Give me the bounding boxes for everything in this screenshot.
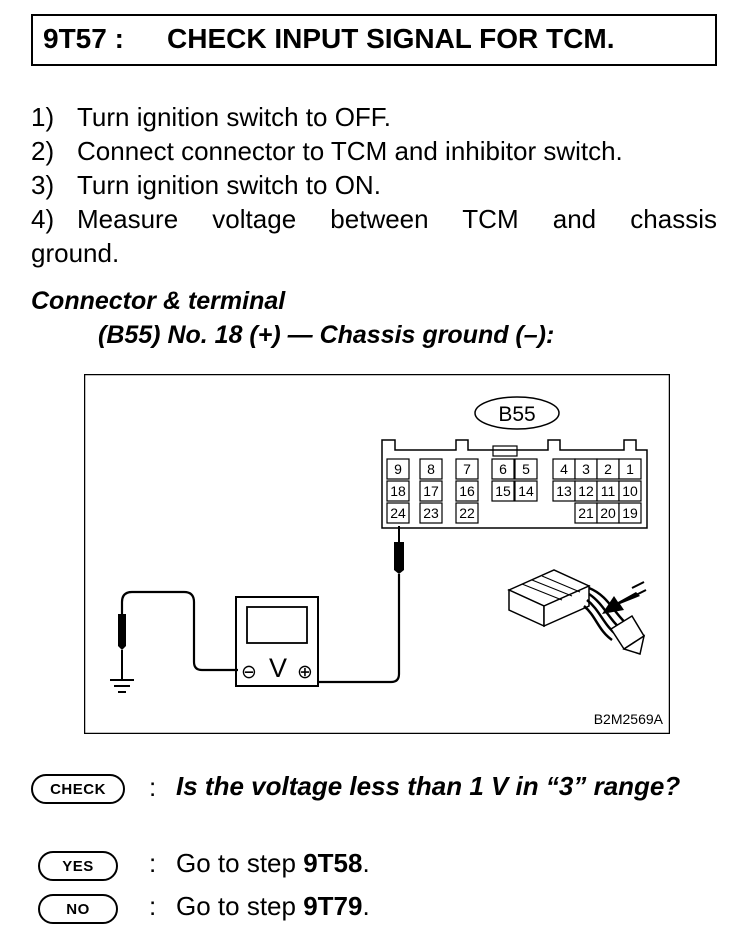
terminal-number: 9 <box>394 461 402 477</box>
no-target-step[interactable]: 9T79 <box>303 891 363 921</box>
procedure-step: 4) Measure voltage between TCM and chass… <box>31 202 717 236</box>
terminal-number: 12 <box>578 483 594 499</box>
step-text: Turn ignition switch to ON. <box>77 170 381 200</box>
terminal-number: 19 <box>622 505 638 521</box>
yes-colon: : <box>149 848 157 878</box>
positive-lead <box>306 574 401 684</box>
terminal-number: 22 <box>459 505 475 521</box>
step-text: Measure voltage between TCM and chassis <box>77 204 717 234</box>
check-question: Is the voltage less than 1 V in “3” rang… <box>176 771 681 801</box>
pos-terminal-symbol: ⊕ <box>297 661 313 683</box>
terminal-number: 6 <box>499 461 507 477</box>
step-text: Turn ignition switch to OFF. <box>77 102 392 132</box>
step-text: Connect connector to TCM and inhibitor s… <box>77 136 623 166</box>
connector-label: B55 <box>498 403 535 426</box>
connector-inset-drawing <box>507 569 646 655</box>
terminal-number: 15 <box>495 483 511 499</box>
terminal-number: 21 <box>578 505 594 521</box>
terminal-number: 7 <box>463 461 471 477</box>
terminal-number: 24 <box>390 505 406 521</box>
terminal-cell <box>455 458 479 480</box>
meter-v-symbol: V <box>269 653 287 683</box>
terminal-cell <box>455 480 479 502</box>
terminal-number: 16 <box>459 483 475 499</box>
terminal-cell <box>514 480 538 502</box>
ground-symbol <box>110 679 134 693</box>
check-badge: CHECK <box>31 774 125 804</box>
terminal-cell <box>386 480 410 502</box>
procedure-steps: 1) Turn ignition switch to OFF. 2) Conne… <box>31 100 717 270</box>
terminal-number: 18 <box>390 483 406 499</box>
negative-probe <box>118 614 126 650</box>
terminal-number: 13 <box>556 483 572 499</box>
terminal-number: 23 <box>423 505 439 521</box>
terminal-cell <box>618 458 642 480</box>
yes-suffix: . <box>362 848 370 878</box>
inset-arrow <box>602 592 640 614</box>
terminal-cell <box>419 480 443 502</box>
terminal-cell <box>419 502 443 524</box>
terminal-number: 20 <box>600 505 616 521</box>
page-title: CHECK INPUT SIGNAL FOR TCM. <box>167 23 615 54</box>
figure-code: B2M2569A <box>594 711 664 727</box>
connector-spec: (B55) No. 18 (+) — Chassis ground (–): <box>98 321 555 349</box>
terminal-cell <box>419 458 443 480</box>
terminal-cell <box>618 480 642 502</box>
connector-label-ellipse <box>474 396 560 430</box>
no-prefix: Go to step <box>176 891 304 921</box>
terminal-cell <box>386 458 410 480</box>
procedure-step: 2) Connect connector to TCM and inhibito… <box>31 134 717 168</box>
terminal-number: 2 <box>604 461 612 477</box>
procedure-step: 1) Turn ignition switch to OFF. <box>31 100 717 134</box>
step-text-continuation: ground. <box>31 238 120 268</box>
terminal-number: 8 <box>427 461 435 477</box>
step-number: 2) <box>31 136 55 166</box>
terminal-cell <box>491 480 515 502</box>
voltmeter: ⊖ V ⊕ <box>235 596 319 687</box>
terminal-number: 5 <box>522 461 530 477</box>
step-number: 3) <box>31 170 55 200</box>
connector-body <box>381 439 648 529</box>
step-code: 9T57 : <box>43 23 124 54</box>
terminal-cell <box>386 502 410 524</box>
check-colon: : <box>149 772 157 802</box>
yes-target-step[interactable]: 9T58 <box>303 848 363 878</box>
terminal-cell <box>455 502 479 524</box>
terminal-cell <box>514 458 538 480</box>
terminal-number: 3 <box>582 461 590 477</box>
terminal-number: 1 <box>626 461 634 477</box>
terminal-number: 4 <box>560 461 568 477</box>
neg-terminal-symbol: ⊖ <box>241 661 257 683</box>
terminal-cell <box>618 502 642 524</box>
no-badge: NO <box>38 894 118 924</box>
connector-heading: Connector & terminal <box>31 287 286 315</box>
negative-lead <box>120 590 238 672</box>
no-answer: Go to step 9T79. <box>176 891 370 922</box>
yes-badge: YES <box>38 851 118 881</box>
procedure-step: 3) Turn ignition switch to ON. <box>31 168 717 202</box>
terminal-cell <box>491 458 515 480</box>
terminal-number: 14 <box>518 483 534 499</box>
terminal-number: 17 <box>423 483 439 499</box>
yes-prefix: Go to step <box>176 848 304 878</box>
yes-answer: Go to step 9T58. <box>176 848 370 879</box>
step-number: 1) <box>31 102 55 132</box>
step-number: 4) <box>31 204 55 234</box>
no-suffix: . <box>362 891 370 921</box>
terminal-number: 11 <box>601 483 616 499</box>
no-colon: : <box>149 891 157 921</box>
positive-probe <box>394 542 404 574</box>
title-box: 9T57 : CHECK INPUT SIGNAL FOR TCM. <box>31 14 717 66</box>
terminal-number: 10 <box>622 483 638 499</box>
